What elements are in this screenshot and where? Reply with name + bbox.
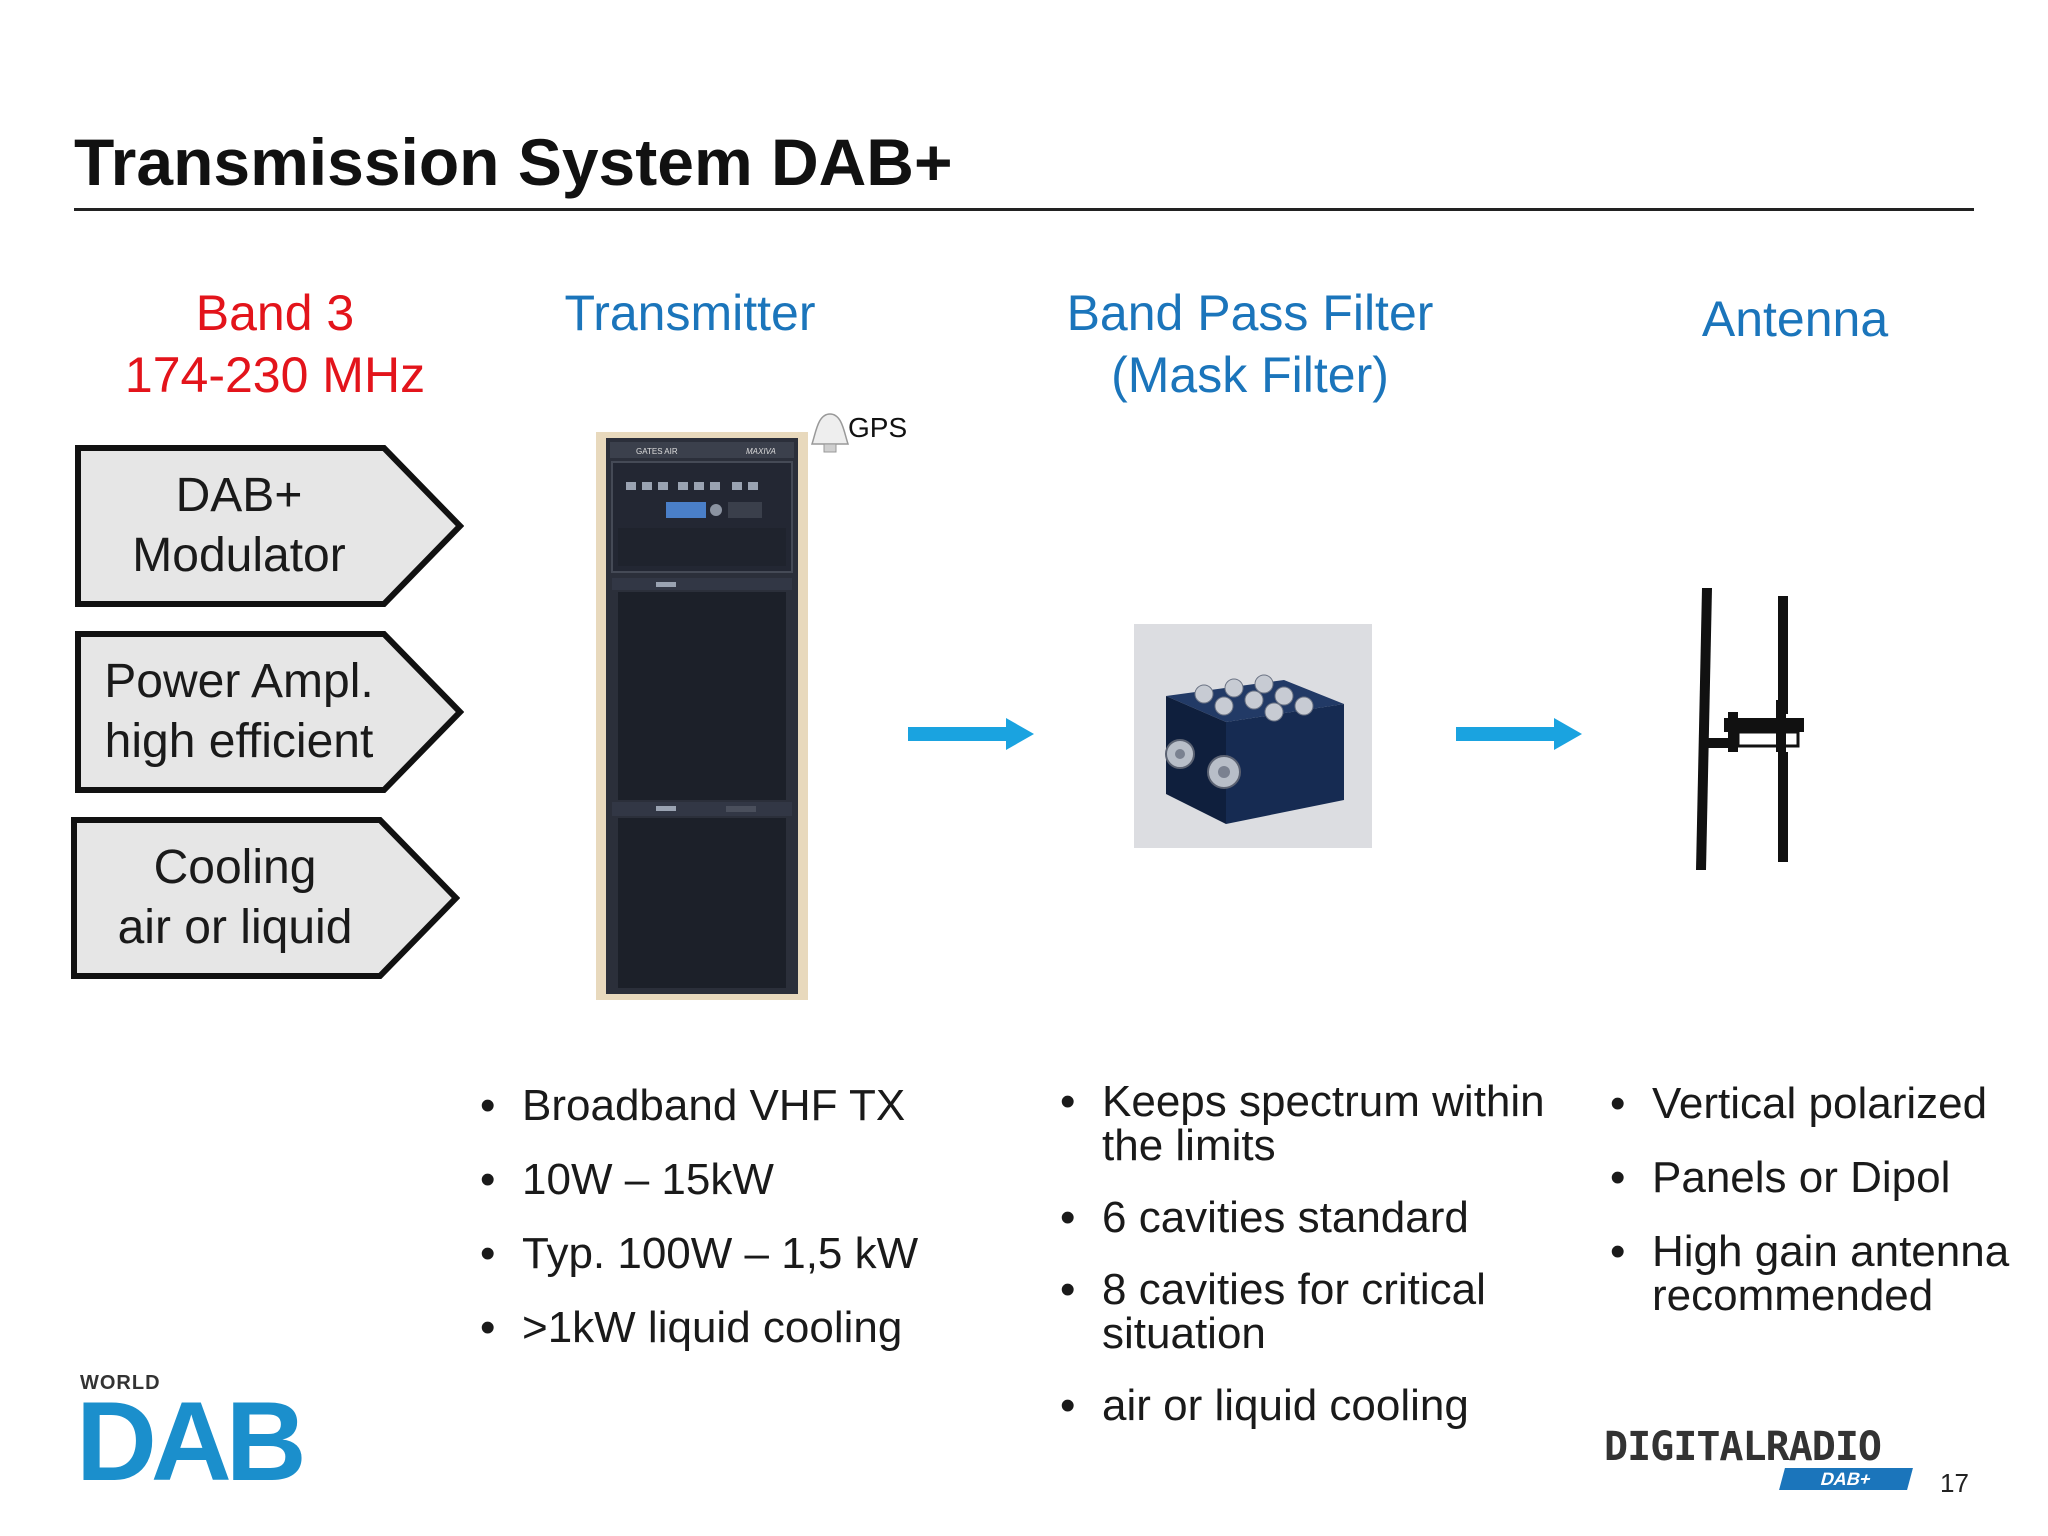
gps-label: GPS	[848, 412, 908, 443]
list-item: Vertical polarized	[1610, 1079, 2040, 1128]
filter-bullet-list: Keeps spectrum within the limits 6 cavit…	[1060, 1080, 1600, 1430]
slide-title: Transmission System DAB+	[74, 125, 953, 199]
page-number: 17	[1940, 1468, 1969, 1498]
modulator-line2: Modulator	[132, 529, 346, 582]
rack-brand-right: MAXIVA	[746, 447, 776, 456]
band-name: Band 3	[195, 285, 355, 341]
band-pass-filter-image	[1134, 624, 1372, 848]
list-item-line: Vertical polarized	[1652, 1079, 1988, 1128]
modulator-chevron: DAB+ Modulator	[74, 444, 464, 608]
cooling-chevron: Cooling air or liquid	[70, 816, 460, 980]
arrow-to-filter-icon	[906, 714, 1036, 754]
title-divider	[74, 208, 1974, 211]
transmitter-bullet-list: Broadband VHF TX 10W – 15kW Typ. 100W – …	[480, 1084, 1000, 1351]
list-item-line: Panels or Dipol	[1652, 1153, 1951, 1202]
arrow-to-antenna-icon	[1454, 714, 1584, 754]
power-amp-chevron: Power Ampl. high efficient	[74, 630, 464, 794]
antenna-heading: Antenna	[1701, 291, 1889, 347]
digitalradio-logo: DIGITALRADIO DAB+	[1604, 1424, 1914, 1490]
worlddab-logo: WORLD DAB	[76, 1372, 316, 1502]
dipole-antenna-image	[1666, 552, 1806, 918]
filter-heading-line1: Band Pass Filter	[1066, 285, 1434, 341]
power-amp-line1: Power Ampl.	[104, 655, 374, 708]
list-item-line: recommended	[1652, 1271, 1934, 1320]
digitalradio-logo-main: DIGITALRADIO	[1604, 1424, 1882, 1470]
list-item-line: situation	[1102, 1309, 1266, 1358]
transmitter-rack-image: GATES AIR MAXIVA	[596, 432, 808, 1000]
list-item: High gain antenna recommended	[1610, 1230, 2040, 1318]
cooling-line2: air or liquid	[117, 901, 353, 954]
band-label: Band 3 174-230 MHz	[100, 282, 450, 406]
modulator-line1: DAB+	[175, 469, 303, 522]
filter-heading-line2: (Mask Filter)	[1111, 347, 1389, 403]
list-item: Typ. 100W – 1,5 kW	[480, 1232, 1000, 1277]
list-item-line: High gain antenna	[1652, 1227, 2010, 1276]
list-item-line: 6 cavities standard	[1102, 1193, 1469, 1242]
worlddab-logo-main: DAB	[76, 1379, 307, 1504]
list-item: Broadband VHF TX	[480, 1084, 1000, 1129]
gps-antenna-icon	[808, 412, 852, 458]
list-item: 8 cavities for critical situation	[1060, 1268, 1600, 1356]
list-item: 6 cavities standard	[1060, 1193, 1600, 1242]
list-item: Panels or Dipol	[1610, 1153, 2040, 1202]
cooling-line1: Cooling	[153, 841, 317, 894]
transmitter-heading: Transmitter	[564, 285, 816, 341]
antenna-bullet-list: Vertical polarized Panels or Dipol High …	[1610, 1082, 2040, 1318]
power-amp-line2: high efficient	[104, 715, 374, 768]
band-frequency: 174-230 MHz	[124, 347, 426, 403]
list-item-line: 8 cavities for critical	[1102, 1265, 1486, 1314]
list-item: air or liquid cooling	[1060, 1381, 1600, 1430]
list-item-line: the limits	[1102, 1121, 1276, 1170]
filter-heading: Band Pass Filter (Mask Filter)	[1030, 282, 1470, 406]
list-item-line: air or liquid cooling	[1102, 1381, 1469, 1430]
worlddab-logo-top: WORLD	[80, 1372, 161, 1394]
digitalradio-logo-sub: DAB+	[1779, 1468, 1913, 1490]
list-item: Keeps spectrum within the limits	[1060, 1080, 1600, 1168]
list-item: 10W – 15kW	[480, 1158, 1000, 1203]
rack-brand-left: GATES AIR	[636, 447, 678, 456]
list-item-line: Keeps spectrum within	[1102, 1077, 1545, 1126]
list-item: >1kW liquid cooling	[480, 1306, 1000, 1351]
